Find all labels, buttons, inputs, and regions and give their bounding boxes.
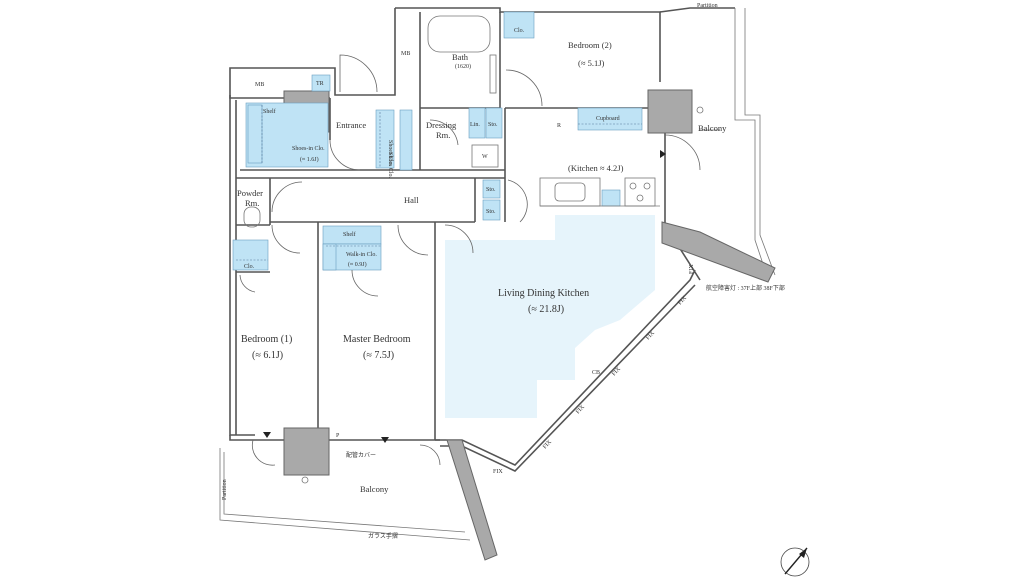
column-balcony-right bbox=[647, 89, 693, 134]
label-shoes-closet: Shoes Clo. bbox=[387, 140, 393, 167]
label-w: W bbox=[482, 154, 488, 160]
ldk-floor-tint bbox=[445, 215, 655, 418]
label-lin: Lin. bbox=[470, 122, 480, 128]
label-cupboard: Cupboard bbox=[596, 116, 620, 122]
room-label-dressing-rm: Rm. bbox=[436, 130, 450, 140]
label-p: P bbox=[336, 433, 340, 439]
room-area-master: (≈ 7.5J) bbox=[363, 350, 394, 361]
label-shelf-2: Shelf bbox=[343, 231, 356, 238]
room-label-powder-rm: Rm. bbox=[245, 198, 259, 208]
shelf-lines bbox=[236, 105, 642, 261]
door-swings bbox=[239, 54, 701, 466]
room-area-bedroom1: (≈ 6.1J) bbox=[252, 350, 283, 361]
room-label-kitchen: (Kitchen ≈ 4.2J) bbox=[568, 163, 624, 173]
annotation-fix-6: FIX bbox=[493, 469, 503, 475]
room-label-bath: Bath bbox=[452, 52, 469, 62]
compass-icon bbox=[780, 547, 810, 577]
room-label-powder: Powder bbox=[237, 188, 263, 198]
label-clo-left: Clo. bbox=[244, 264, 255, 270]
room-area-ldk: (≈ 21.8J) bbox=[528, 304, 564, 315]
annotation-aviation-light: 航空障害灯 : 37F上部 38F下部 bbox=[706, 284, 785, 292]
room-label-ldk: Living Dining Kitchen bbox=[498, 288, 589, 299]
annotation-glass-rail: ガラス手摺 bbox=[368, 532, 398, 540]
annotation-fix-4: FIX bbox=[575, 404, 586, 416]
label-mb-top: MB bbox=[401, 51, 410, 57]
annotation-fix-3: FIX bbox=[611, 366, 622, 378]
annotation-fix-2: FIX bbox=[645, 330, 656, 342]
label-clo-top: Clo. bbox=[514, 28, 525, 34]
column-angled-bottom bbox=[446, 439, 498, 561]
balcony-outlines bbox=[219, 106, 720, 541]
room-label-balcony-right: Balcony bbox=[698, 123, 727, 133]
annotation-fix-7: FIX bbox=[689, 264, 695, 274]
label-shoes-closet-2: Shoes Clo. bbox=[387, 152, 393, 179]
annotation-partition-top: Partition bbox=[697, 3, 718, 9]
room-label-balcony-bottom: Balcony bbox=[360, 484, 389, 494]
annotation-pipe-cover: 配管カバー bbox=[346, 451, 376, 459]
label-shoes-in-area: (≈ 1.6J) bbox=[300, 156, 319, 163]
bath-fixtures bbox=[243, 15, 660, 228]
label-walkin: Walk-in Clo. bbox=[346, 252, 377, 258]
room-label-entrance: Entrance bbox=[336, 120, 366, 130]
label-walkin-area: (≈ 0.9J) bbox=[348, 261, 367, 268]
label-tr: TR bbox=[316, 81, 324, 87]
room-size-bath: (1620) bbox=[455, 63, 471, 70]
label-mb-left: MB bbox=[255, 82, 264, 88]
sink-icon bbox=[471, 144, 499, 168]
room-label-bedroom1: Bedroom (1) bbox=[241, 334, 292, 345]
annotation-cb: CB bbox=[592, 370, 600, 376]
annotation-fix-1: FIX bbox=[677, 295, 688, 307]
bathtub bbox=[427, 15, 491, 53]
annotation-fix-5: FIX bbox=[542, 439, 553, 451]
column-bottom bbox=[283, 427, 330, 476]
room-area-bedroom2: (≈ 5.1J) bbox=[578, 58, 605, 68]
interior-walls bbox=[236, 12, 660, 440]
label-sto-2: Sto. bbox=[486, 187, 496, 193]
label-shelf-1: Shelf bbox=[263, 108, 276, 115]
label-sto-1: Sto. bbox=[488, 122, 498, 128]
room-label-hall: Hall bbox=[404, 195, 419, 205]
label-sto-3: Sto. bbox=[486, 209, 496, 215]
label-shoes-in-closet: Shoes-in Clo. bbox=[292, 146, 325, 152]
room-label-master: Master Bedroom bbox=[343, 334, 411, 345]
room-label-bedroom2: Bedroom (2) bbox=[568, 40, 612, 50]
stove-icon bbox=[624, 177, 656, 207]
column-angled-right bbox=[661, 221, 776, 283]
storage-fills bbox=[232, 11, 643, 271]
entry-arrow-icon bbox=[263, 150, 666, 443]
annotation-partition-left: Partition bbox=[222, 479, 228, 500]
room-label-dressing: Dressing bbox=[426, 120, 457, 130]
label-r: R bbox=[557, 123, 561, 129]
